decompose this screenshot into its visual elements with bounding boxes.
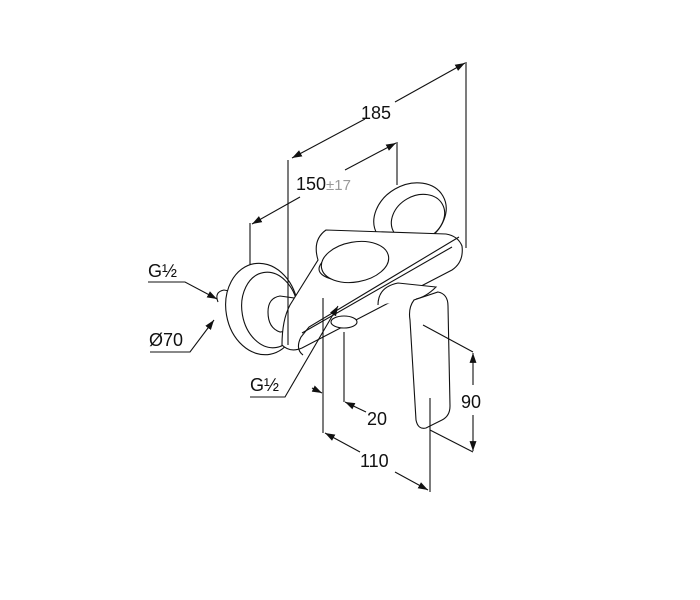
label-inlet-thread: G½ bbox=[148, 261, 178, 281]
dimension-150-tolerance: 150±17 bbox=[296, 175, 351, 193]
dimension-20: 20 bbox=[367, 409, 388, 429]
label-outlet-thread: G½ bbox=[250, 375, 280, 395]
label-rosette-diameter: Ø70 bbox=[149, 330, 184, 350]
dimension-90: 90 bbox=[461, 392, 482, 412]
dimension-110: 110 bbox=[360, 451, 389, 471]
dimension-150: 150 bbox=[296, 174, 327, 194]
tolerance-17: ±17 bbox=[326, 177, 351, 194]
dimension-185: 185 bbox=[361, 103, 392, 123]
lever-handle bbox=[377, 282, 451, 429]
mixer-body bbox=[281, 229, 463, 356]
